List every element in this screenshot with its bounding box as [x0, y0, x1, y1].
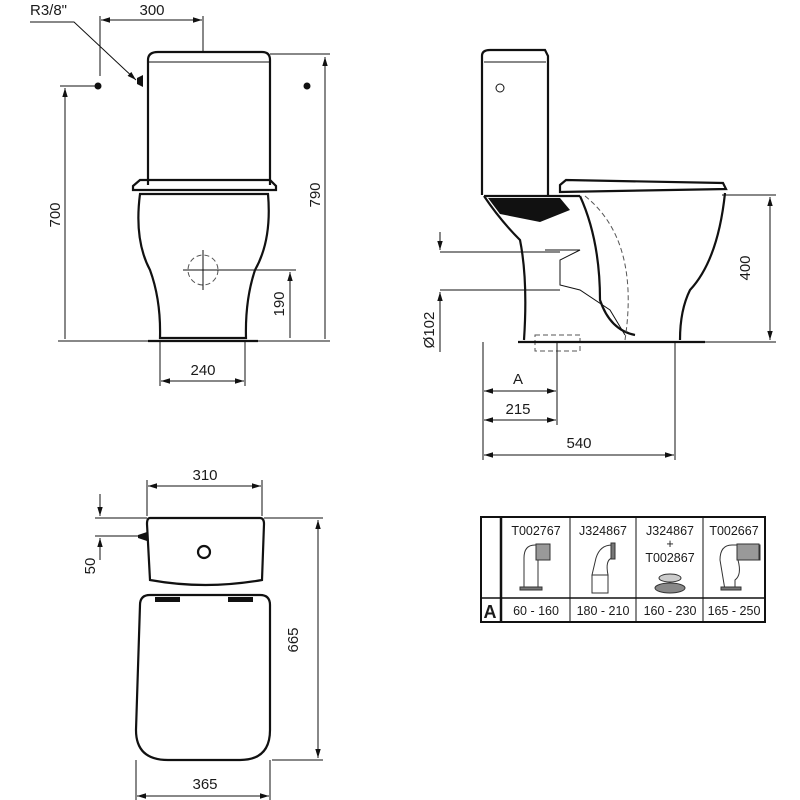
cistern: [146, 50, 272, 185]
pipe-base: [519, 586, 543, 591]
inlet-hole: [495, 83, 505, 93]
seal-ring-bottom: [654, 582, 686, 594]
dim-700: 700: [47, 202, 64, 227]
side-view: Ø102 400 A 215 540: [421, 48, 776, 460]
connector-icon-3: [654, 573, 686, 594]
code-2: J324867: [579, 524, 627, 538]
trap: [578, 195, 636, 337]
cistern-top: [145, 516, 266, 587]
seat-hinge-right: [228, 597, 253, 602]
cistern-seal: [488, 198, 570, 222]
range-3: 160 - 230: [644, 604, 697, 618]
pipe-base: [720, 586, 742, 591]
outlet-pipe: [545, 249, 626, 336]
flush-button: [196, 544, 212, 560]
row-label-a: A: [484, 602, 497, 622]
range-4: 165 - 250: [708, 604, 761, 618]
table-border: [480, 516, 766, 623]
seat-side: [558, 178, 728, 194]
dim-365: 365: [192, 776, 217, 793]
pipe-collar: [610, 542, 616, 560]
code-4: T002667: [709, 524, 758, 538]
dim-665: 665: [285, 627, 302, 652]
connector-icon-4: [719, 543, 761, 591]
dim-102: Ø102: [421, 312, 438, 349]
dim-400: 400: [737, 255, 754, 280]
code-3b: T002867: [645, 551, 694, 565]
thread-label: R3/8": [30, 2, 67, 19]
supply-point-right: [303, 82, 311, 90]
dim-310: 310: [192, 467, 217, 484]
pipe-collar: [535, 543, 551, 561]
dim-215: 215: [505, 401, 530, 418]
dim-300: 300: [139, 2, 164, 19]
seat-hinge-left: [155, 597, 180, 602]
connector-table: A T002767 J324867 J324867 + T002867 T002…: [480, 516, 766, 623]
code-1: T002767: [511, 524, 560, 538]
range-2: 180 - 210: [577, 604, 630, 618]
bowl: [137, 192, 270, 340]
supply-point-left: [94, 82, 102, 90]
dim-190: 190: [271, 291, 288, 316]
top-view: 310 365 665 50: [82, 467, 323, 800]
dim-540: 540: [566, 435, 591, 452]
front-view: 300 R3/8" 700 790 190 240: [30, 2, 330, 386]
code-3a: J324867: [646, 524, 694, 538]
trap-hidden-line: [584, 195, 629, 341]
pipe-sleeve: [591, 574, 609, 594]
dim-790: 790: [307, 182, 324, 207]
seat-top: [134, 593, 272, 762]
inlet-connector: [137, 75, 143, 87]
dim-240: 240: [190, 362, 215, 379]
connector-icon-1: [519, 543, 551, 591]
code-3-plus: +: [666, 537, 673, 551]
range-1: 60 - 160: [513, 604, 559, 618]
inlet-connector: [138, 532, 147, 541]
seal-ring-top: [658, 573, 682, 583]
dim-50: 50: [82, 558, 99, 575]
dim-a: A: [513, 371, 523, 388]
pipe-collar: [736, 543, 760, 561]
cistern-side: [480, 48, 550, 195]
connector-icon-2: [591, 542, 616, 594]
seat-lid: [131, 178, 278, 192]
thread-leader-line: [30, 21, 137, 81]
bowl-side: [483, 192, 727, 341]
